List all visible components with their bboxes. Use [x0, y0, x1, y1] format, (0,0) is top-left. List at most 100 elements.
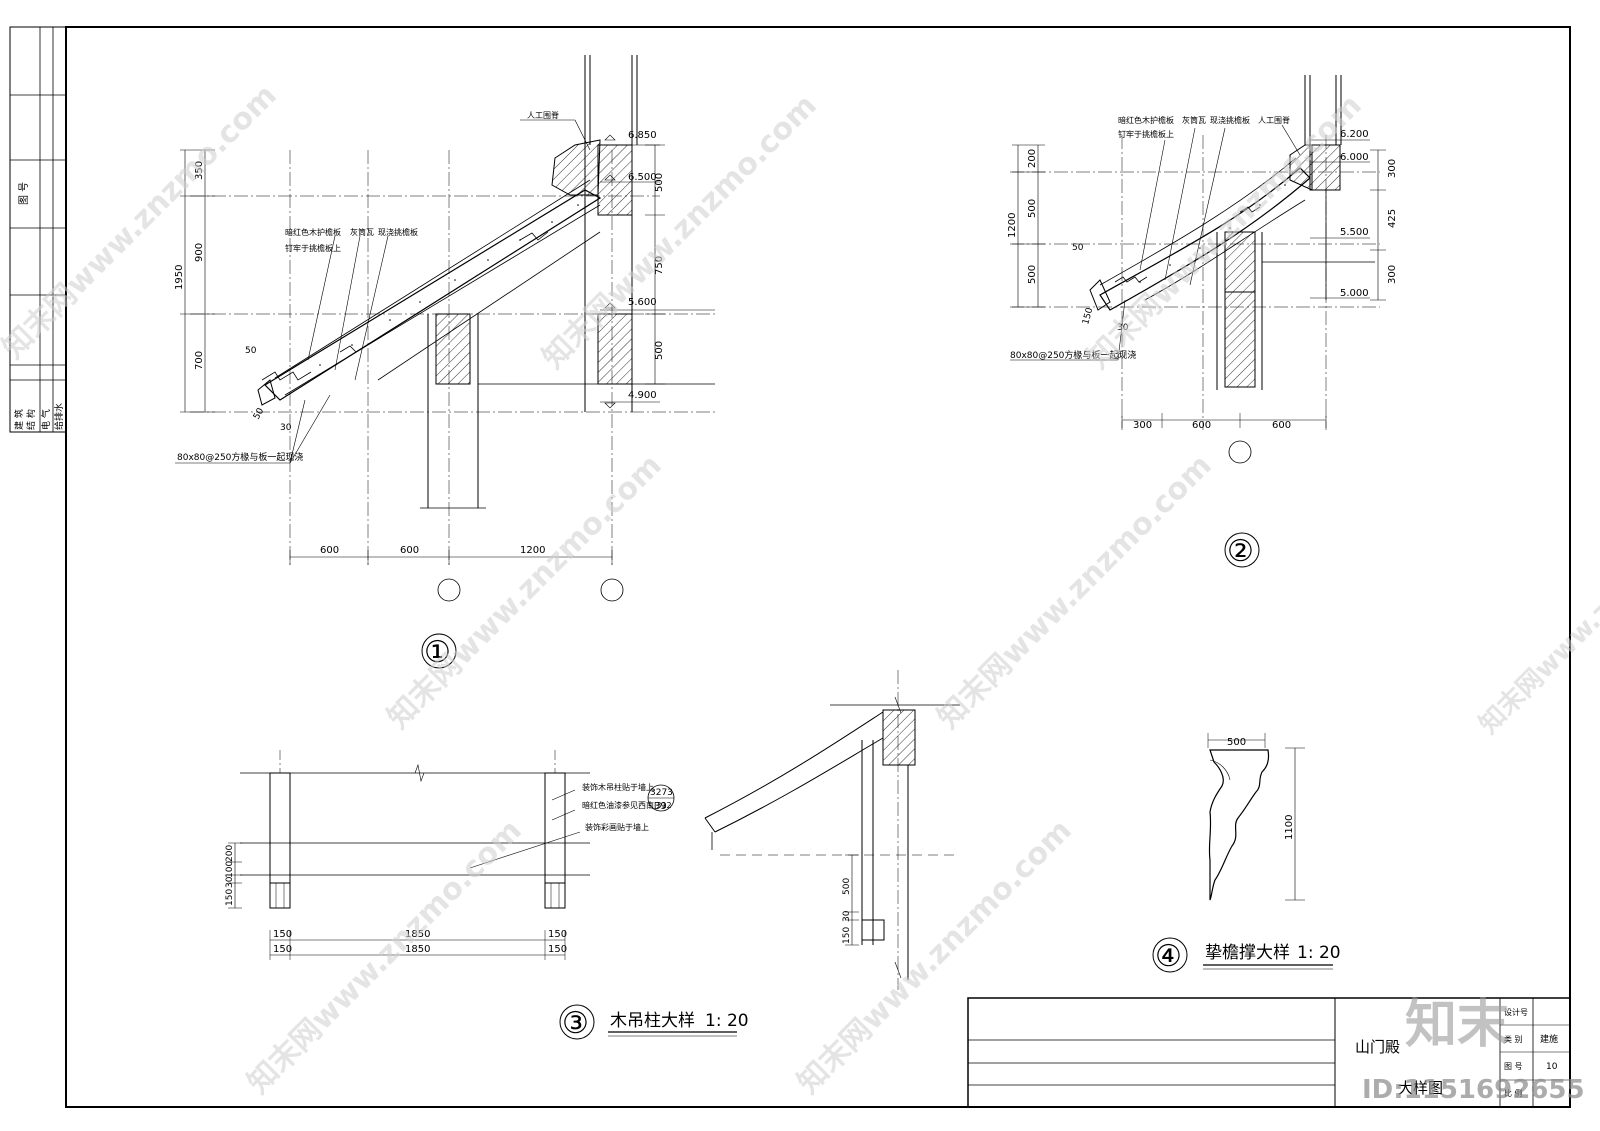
- detail1-callout-board-2: 钉牢于挑檐板上: [285, 243, 341, 253]
- discipline-structure: 结 构: [25, 409, 37, 430]
- detail4-labels: 500 1100 ④ 挚檐撑大样 1: 20: [1152, 737, 1341, 974]
- watermark-text-6: 知末网www.znzmo.com: [241, 813, 529, 1101]
- watermark-id: ID:1151692655: [1362, 1075, 1585, 1105]
- detail1-callout-board-1: 暗红色木护檐板: [285, 227, 341, 237]
- detail2-small-dim-1: 50: [1072, 243, 1084, 253]
- detail1-left-dim-1: 350: [194, 161, 205, 180]
- detail3-title: 木吊柱大样: [610, 1011, 695, 1031]
- discipline-plumbing: 给排水: [53, 403, 65, 430]
- detail1-left-total: 1950: [174, 265, 185, 290]
- detail2-elev-2: 6.000: [1340, 152, 1369, 163]
- detail1-section: [175, 55, 715, 602]
- detail2-labels: 暗红色木护檐板 钉牢于挑檐板上 灰筒瓦 现浇挑檐板 人工围脊 80x80@250…: [1007, 115, 1398, 569]
- detail3-bottom-r2-3: 150: [548, 944, 567, 955]
- detail1-left-dim-3: 700: [194, 351, 205, 370]
- detail1-elev-1: 6.850: [628, 130, 657, 141]
- detail2-callout-rafter: 80x80@250方椽与板一起现浇: [1010, 349, 1136, 361]
- detail1-bottom-dim-1: 600: [320, 545, 339, 556]
- detail4-height-dim: 1100: [1284, 815, 1295, 840]
- detail1-bottom-dim-3: 1200: [520, 545, 545, 556]
- detail3-bottom-r2-1: 150: [273, 944, 292, 955]
- drawing-name: 大样图: [1398, 1079, 1443, 1097]
- tb-value-category: 建施: [1540, 1033, 1558, 1045]
- detail3-left-dim-2: 100: [225, 861, 235, 878]
- detail2-left-dim-2: 500: [1027, 199, 1038, 218]
- detail2-callout-tile: 灰筒瓦: [1182, 115, 1206, 125]
- watermark-text-1: 知末网www.znzmo.com: [0, 78, 284, 366]
- detail4-scale: 1: 20: [1297, 943, 1341, 963]
- tb-label-scale: 比 例: [1504, 1088, 1523, 1098]
- watermark-text-5: 知末网www.znzmo.com: [931, 448, 1219, 736]
- detail2-small-dim-3: 30: [1117, 323, 1129, 333]
- detail2-callout-board-1: 暗红色木护檐板: [1118, 115, 1174, 125]
- detail3-note-2: 暗红色油漆参见西南J312: [582, 800, 672, 810]
- detail2-bottom-dim-2: 600: [1192, 420, 1211, 431]
- detail3-side-dim-1: 500: [842, 878, 852, 895]
- detail2-right-dim-3: 300: [1387, 265, 1398, 284]
- detail1-elev-4: 4.900: [628, 390, 657, 401]
- detail2-bottom-dim-1: 300: [1133, 420, 1152, 431]
- detail3-left-dim-1: 200: [225, 845, 235, 862]
- detail2-elev-4: 5.000: [1340, 288, 1369, 299]
- detail2-bottom-dim-3: 600: [1272, 420, 1291, 431]
- side-strip-label: 图 号: [18, 182, 30, 205]
- detail1-elev-2: 6.500: [628, 172, 657, 183]
- project-name: 山门殿: [1355, 1038, 1400, 1056]
- detail2-elev-3: 5.500: [1340, 227, 1369, 238]
- title-block: [967, 997, 1571, 1108]
- tb-value-drawing-no: 10: [1546, 1062, 1558, 1072]
- detail3-labels: 装饰木吊柱贴于墙上 暗红色油漆参见西南J312 装饰彩画贴于墙上 3273 39…: [225, 782, 852, 1041]
- detail3-side-dim-3: 150: [842, 927, 852, 944]
- detail1-callout-rafter: 80x80@250方椽与板一起现浇: [177, 451, 303, 463]
- detail1-labels: 人工围脊 暗红色木护檐板 钉牢于挑檐板上 灰筒瓦 现浇挑檐板 80x80@250…: [174, 110, 665, 670]
- watermark-logo: 知末: [1405, 995, 1509, 1055]
- detail1-number: ①: [424, 635, 451, 670]
- detail1-callout-tile: 灰筒瓦: [350, 227, 374, 237]
- watermark-text-7: 知末网www.znzmo.com: [791, 813, 1079, 1101]
- detail2-left-dim-3: 500: [1027, 265, 1038, 284]
- detail1-callout-cast-board: 现浇挑檐板: [378, 227, 418, 237]
- detail1-small-dim-1: 50: [245, 346, 257, 356]
- detail2-left-total: 1200: [1007, 213, 1018, 238]
- detail3-bottom-r1-2: 1850: [405, 929, 430, 940]
- detail3-side-dim-2: 30: [842, 910, 852, 922]
- watermark-text-2: 知末网www.znzmo.com: [536, 88, 824, 376]
- discipline-architecture: 建 筑: [13, 409, 25, 430]
- detail3-left-dim-3: 30: [225, 876, 235, 888]
- detail3-ref-top: 3273: [650, 788, 673, 798]
- detail2-left-dim-1: 200: [1027, 149, 1038, 168]
- sheet-frame: [9, 26, 1571, 1108]
- tb-label-category: 类 别: [1504, 1034, 1523, 1044]
- detail3-ref-bottom: 39: [654, 801, 667, 812]
- detail4-title: 挚檐撑大样: [1205, 943, 1290, 963]
- detail2-elev-1: 6.200: [1340, 129, 1369, 140]
- detail3-scale: 1: 20: [705, 1011, 749, 1031]
- detail3-left-dim-4: 150: [225, 889, 235, 906]
- detail1-callout-ridge: 人工围脊: [527, 110, 559, 120]
- detail2-number: ②: [1227, 534, 1254, 569]
- detail1-bottom-dim-2: 600: [400, 545, 419, 556]
- detail1-right-dim-3: 500: [654, 341, 665, 360]
- tb-label-drawing-no: 图 号: [1504, 1062, 1523, 1071]
- watermark-text-8: 知末网www.znzmo.com: [1474, 491, 1600, 740]
- tb-label-design-no: 设计号: [1504, 1007, 1528, 1017]
- detail4-bracket: [1207, 733, 1305, 901]
- detail3-note-3: 装饰彩画贴于墙上: [585, 822, 649, 832]
- detail2-small-dim-2: 150: [1081, 306, 1095, 325]
- detail1-small-dim-2: 50: [252, 406, 267, 421]
- detail2-right-dim-1: 300: [1387, 159, 1398, 178]
- detail1-elev-3: 5.600: [628, 297, 657, 308]
- detail3-bottom-r1-3: 150: [548, 929, 567, 940]
- detail3-bottom-r1-1: 150: [273, 929, 292, 940]
- title-block-text: 山门殿 大样图 设计号 类 别 图 号 比 例 建施 10: [1355, 1007, 1558, 1098]
- detail1-right-dim-2: 750: [654, 256, 665, 275]
- detail2-section: [1010, 75, 1386, 464]
- detail3-elevation: [228, 670, 960, 990]
- detail1-right-dim-1: 500: [654, 173, 665, 192]
- detail3-number: ③: [562, 1006, 589, 1041]
- detail4-number: ④: [1155, 939, 1182, 974]
- detail3-bottom-r2-2: 1850: [405, 944, 430, 955]
- discipline-electrical: 电 气: [40, 409, 52, 430]
- detail2-right-dim-2: 425: [1387, 209, 1398, 228]
